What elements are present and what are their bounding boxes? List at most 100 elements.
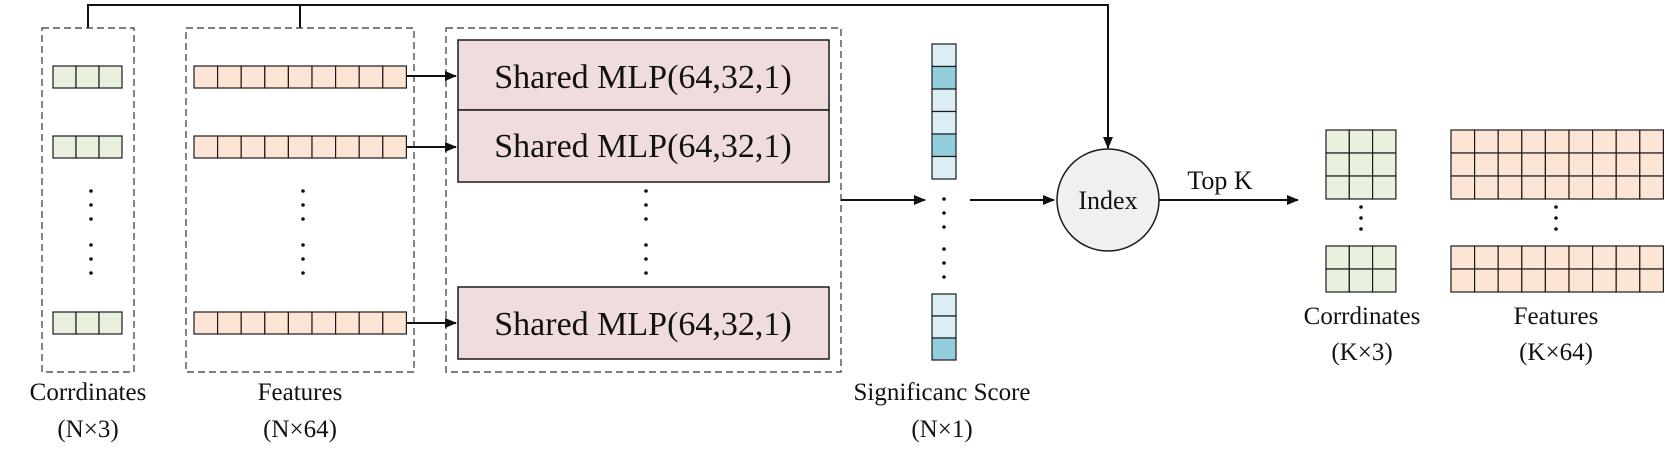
output-coordinates-dim: (K×3) xyxy=(1331,339,1392,366)
feature-cell xyxy=(311,65,337,89)
feature-cell xyxy=(311,135,337,159)
output-features-dim: (K×64) xyxy=(1519,339,1593,366)
coordinate-cell xyxy=(75,135,100,159)
feature-cell xyxy=(1473,175,1499,200)
feature-cell xyxy=(1521,245,1547,270)
feature-cell xyxy=(382,311,407,335)
feature-cell xyxy=(193,311,219,335)
coordinate-cell xyxy=(75,311,100,335)
index-feedback-connector xyxy=(87,4,1113,149)
feature-cell xyxy=(1591,268,1617,293)
vertical-ellipsis-icon xyxy=(644,189,648,275)
feature-cell xyxy=(1450,129,1476,154)
coordinate-cell xyxy=(52,311,77,335)
shared-mlp-block: Shared MLP(64,32,1) xyxy=(457,286,830,360)
feature-cell xyxy=(240,65,266,89)
coordinate-cell xyxy=(1371,175,1397,200)
feature-cell xyxy=(287,311,313,335)
coordinate-cell xyxy=(1325,129,1350,154)
coordinate-cell xyxy=(1325,152,1350,177)
feature-cell xyxy=(193,65,219,89)
feature-cell xyxy=(1473,129,1499,154)
input-coordinates-caption: Corrdinates xyxy=(30,379,147,406)
vertical-ellipsis-icon xyxy=(89,189,93,275)
shared-mlp-label: Shared MLP(64,32,1) xyxy=(494,59,791,96)
coordinate-cell xyxy=(1348,129,1374,154)
coordinate-cell xyxy=(1371,152,1397,177)
coordinate-cell xyxy=(1371,245,1397,270)
input-coordinates-group xyxy=(41,27,135,373)
feature-cell xyxy=(217,311,242,335)
coordinate-cell xyxy=(1348,245,1374,270)
feature-cell xyxy=(1544,152,1570,177)
vertical-ellipsis-icon xyxy=(942,197,946,279)
feature-cell xyxy=(1450,268,1476,293)
feature-cell xyxy=(1497,175,1523,200)
feature-cell xyxy=(264,65,289,89)
feature-cell xyxy=(1591,175,1617,200)
vertical-ellipsis-icon xyxy=(1359,205,1363,231)
feature-cell xyxy=(1591,245,1617,270)
coordinate-cell xyxy=(98,311,123,335)
feature-cell xyxy=(287,65,313,89)
feature-cell xyxy=(1544,268,1570,293)
coordinate-cell xyxy=(52,135,77,159)
feature-cell xyxy=(1615,245,1641,270)
feature-cell xyxy=(217,65,242,89)
feature-cell xyxy=(1450,152,1476,177)
significance-score-caption: Significanc Score xyxy=(853,379,1030,406)
coordinate-cell xyxy=(1325,175,1350,200)
shared-mlp-block: Shared MLP(64,32,1) xyxy=(457,109,830,183)
feature-cell xyxy=(335,65,360,89)
feature-cell xyxy=(1615,268,1641,293)
feature-cell xyxy=(1568,245,1594,270)
feature-cell xyxy=(1615,152,1641,177)
output-features-caption: Features xyxy=(1514,303,1599,330)
significance-score-dim: (N×1) xyxy=(911,416,972,443)
feature-cell xyxy=(287,135,313,159)
input-features-dim: (N×64) xyxy=(263,416,337,443)
feature-cell xyxy=(264,135,289,159)
feature-cell xyxy=(358,311,384,335)
feature-cell xyxy=(1450,175,1476,200)
shared-mlp-label: Shared MLP(64,32,1) xyxy=(494,306,791,343)
feature-cell xyxy=(1497,268,1523,293)
output-coordinates-caption: Corrdinates xyxy=(1304,303,1421,330)
shared-mlp-label: Shared MLP(64,32,1) xyxy=(494,128,791,165)
shared-mlp-block: Shared MLP(64,32,1) xyxy=(457,39,830,111)
feature-cell xyxy=(1544,245,1570,270)
feature-cell xyxy=(1473,245,1499,270)
coordinate-cell xyxy=(1371,129,1397,154)
score-cell xyxy=(931,293,957,317)
feature-cell xyxy=(358,135,384,159)
feature-cell xyxy=(1639,175,1665,200)
feature-cell xyxy=(382,135,407,159)
feature-cell xyxy=(1615,175,1641,200)
feature-cell xyxy=(358,65,384,89)
score-cell xyxy=(931,43,957,68)
output-coordinates-grid xyxy=(1325,129,1397,293)
feature-cell xyxy=(335,135,360,159)
input-coordinate-vectors xyxy=(52,65,123,335)
coordinate-cell xyxy=(1348,152,1374,177)
index-label: Index xyxy=(1078,186,1137,215)
feature-cell xyxy=(1591,129,1617,154)
feature-cell xyxy=(1544,175,1570,200)
input-feature-vectors xyxy=(193,65,407,335)
output-features-grid xyxy=(1450,129,1665,293)
feature-cell xyxy=(1568,129,1594,154)
top-k-label: Top K xyxy=(1187,166,1253,195)
feature-cell xyxy=(1544,129,1570,154)
coordinate-cell xyxy=(1325,268,1350,293)
arrow-icon xyxy=(406,71,457,328)
feature-cell xyxy=(1615,129,1641,154)
feature-cell xyxy=(264,311,289,335)
feature-cell xyxy=(1497,129,1523,154)
feature-cell xyxy=(1568,152,1594,177)
input-features-group xyxy=(185,27,415,373)
score-cell xyxy=(931,110,957,135)
feature-cell xyxy=(1521,175,1547,200)
score-cell xyxy=(931,133,957,158)
vertical-ellipsis-icon xyxy=(301,189,305,275)
feature-cell xyxy=(1521,152,1547,177)
